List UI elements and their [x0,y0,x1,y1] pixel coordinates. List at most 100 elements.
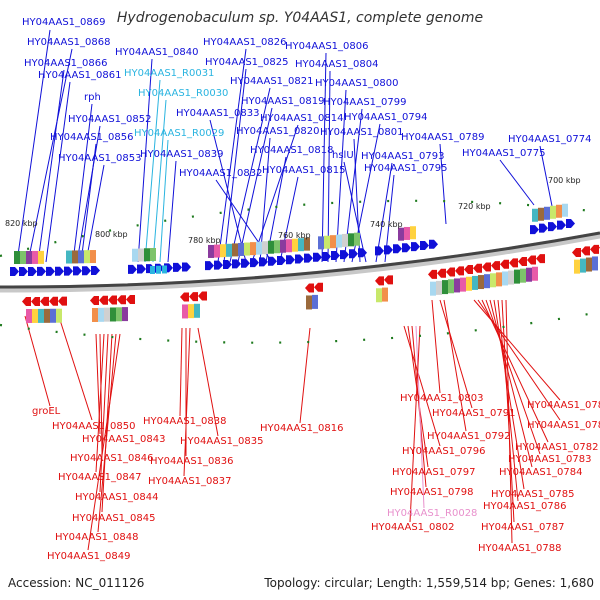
leader-line [144,79,161,263]
gene-label: HY04AAS1_0806 [285,41,368,52]
cog-block [188,304,194,319]
leader-line [223,68,247,263]
tick-label: 760 kbp [278,231,311,240]
cog-block [348,233,354,247]
cog-block [26,250,32,264]
cog-block [78,250,84,264]
forward-gene-arrow [46,266,55,276]
forward-gene-arrow [557,220,566,230]
reverse-gene-arrow [375,276,384,286]
gene-label: HY04AAS1_0803 [400,393,483,404]
cog-block [144,248,150,262]
cog-block [460,277,466,292]
cog-block [268,240,274,254]
forward-gene-arrow [64,266,73,276]
cog-block [382,287,388,302]
leader-line [251,124,299,263]
cog-block [38,308,44,323]
leader-line [499,159,535,206]
gene-label: HY04AAS1_0792 [427,431,510,442]
cog-block [580,258,586,273]
leader-line [152,99,167,263]
tick-label: 700 kbp [548,176,581,185]
reverse-gene-arrow [572,248,581,258]
leader-line [343,161,367,263]
backbone-shadow [0,231,600,293]
cog-block [280,239,286,253]
reverse-gene-arrow [518,256,527,266]
gene-label: HY04AAS1_0804 [295,59,378,70]
reverse-gene-arrow [500,259,509,269]
leader-line [415,325,425,509]
cog-block [398,227,404,241]
reverse-gene-arrow [536,254,545,264]
forward-gene-arrow [10,267,19,277]
gene-label: HY04AAS1_0781 [527,420,600,431]
cog-block [354,232,360,246]
gene-label: HY04AAS1_0782 [515,442,598,453]
gene-label: HY04AAS1_0820 [236,126,319,137]
cog-block [32,308,38,323]
gene-label: HY04AAS1_0775 [462,148,545,159]
position-ticks: 820 kbp 800 kbp 780 kbp 760 kbp 740 kbp … [5,176,581,245]
leader-line [485,299,541,455]
cog-block [50,308,56,323]
gene-label: HY04AAS1_0838 [143,416,226,427]
leader-line [45,81,71,263]
cog-block [298,238,304,252]
gene-label: HY04AAS1_0785 [491,489,574,500]
cog-block [342,233,348,247]
leader-line [209,119,247,263]
leader-line [403,325,441,447]
forward-gene-arrow [241,258,250,268]
leader-line [259,137,271,263]
cog-block [44,308,50,323]
gene-label: HY04AAS1_0784 [499,467,582,478]
gene-label: HY04AAS1_0832 [179,168,262,179]
cog-block [122,307,128,322]
gene-label: rph [84,92,101,103]
leader-line [217,48,247,263]
rna-feature [162,265,167,274]
cog-block [194,303,200,318]
forward-gene-arrow [331,251,340,261]
leader-line [505,299,513,544]
leader-line [409,325,421,523]
reverse-gene-arrow [464,265,473,275]
cog-block [502,271,508,286]
reverse-gene-arrow [590,244,599,254]
cog-block [104,307,110,322]
gene-label: HY04AAS1_0836 [150,456,233,467]
gene-label: HY04AAS1_0840 [115,47,198,58]
cog-block [116,307,122,322]
gene-label: HY04AAS1_0844 [75,492,158,503]
leader-line [85,164,105,263]
leader-line [539,145,553,207]
forward-gene-arrow [548,222,557,232]
leader-line [159,139,169,263]
gene-label: HY04AAS1_0825 [205,57,288,68]
gene-label: HY04AAS1_0795 [364,163,447,174]
leader-line [97,333,117,533]
leader-line [167,160,177,263]
cog-block [244,242,250,256]
cog-block [478,275,484,290]
leader-line [87,333,121,551]
forward-gene-arrow [530,225,539,235]
reverse-gene-arrow [473,263,482,273]
leader-line [16,29,51,263]
forward-gene-arrow [402,243,411,253]
gene-label: hslU [332,150,354,161]
cog-block [182,304,188,319]
leader-line [80,143,97,263]
gene-label: HY04AAS1_0798 [390,487,473,498]
leader-line [179,327,183,417]
cog-block [526,267,532,282]
cog-block [56,308,62,323]
gene-label: HY04AAS1_0818 [250,145,333,156]
cog-block [574,259,580,274]
gene-label: HY04AAS1_0783 [508,454,591,465]
forward-gene-arrow [37,266,46,276]
gene-label: HY04AAS1_0837 [148,476,231,487]
reverse-gene-arrow [437,268,446,278]
